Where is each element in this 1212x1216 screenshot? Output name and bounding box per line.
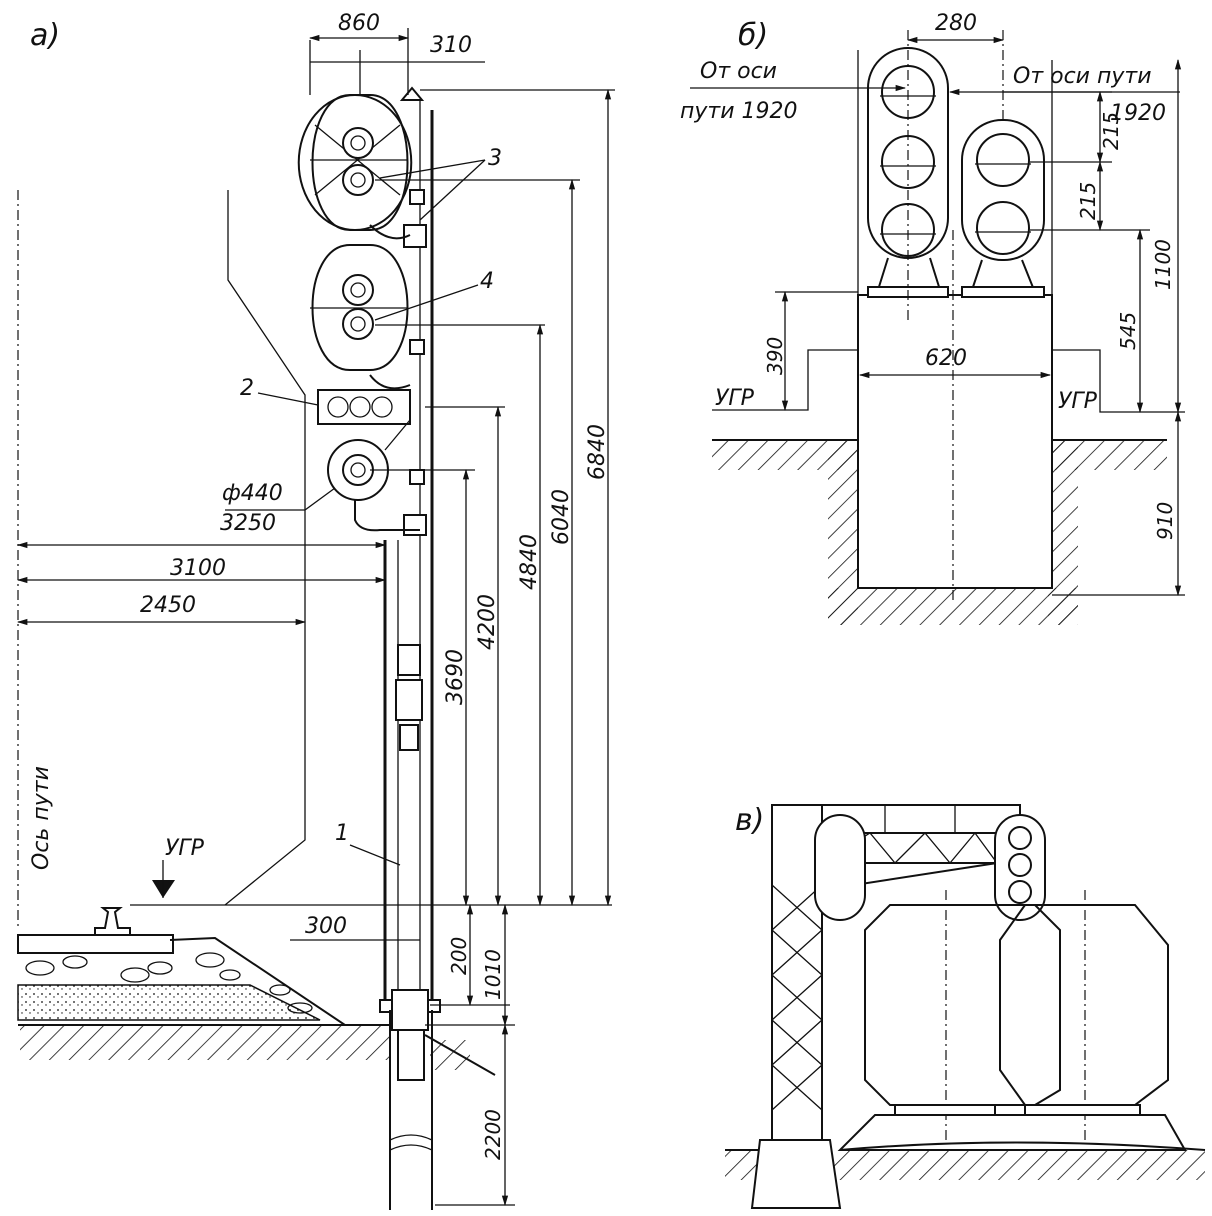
- from-axis-right-line2: 1920: [1110, 101, 1166, 126]
- dim-4200: 4200: [475, 594, 500, 650]
- figure-label-a: а): [30, 18, 60, 53]
- gantry-signal-right: [994, 814, 1046, 921]
- gantry-signal-left: [814, 814, 866, 921]
- callout-2: 2: [240, 376, 254, 401]
- dim-2200: 2200: [481, 1109, 505, 1160]
- dim-3100: 3100: [170, 556, 226, 581]
- from-axis-left-line1: От оси: [700, 59, 777, 84]
- from-axis-right-line1: От оси пути: [1013, 64, 1152, 89]
- dim-3250: 3250: [220, 511, 276, 536]
- dim-280: 280: [935, 11, 977, 36]
- dim-6840: 6840: [585, 424, 610, 480]
- dim-215-upper: 215: [1099, 112, 1123, 150]
- lamp-icon: [342, 164, 374, 196]
- signal-head-middle: [310, 244, 411, 390]
- gantry-foundation: [750, 1139, 842, 1209]
- callout-1: 1: [335, 821, 349, 846]
- clearance-gauge-outline: [224, 190, 306, 906]
- dim-545: 545: [1116, 312, 1140, 350]
- dim-1100: 1100: [1151, 239, 1175, 290]
- lamp-icon: [342, 274, 374, 306]
- lamp-icon: [342, 127, 374, 159]
- dim-310: 310: [430, 33, 472, 58]
- figure-label-b: б): [738, 18, 768, 53]
- part-v-gantry-signal: в): [725, 803, 1206, 1209]
- figure-label-v: в): [735, 803, 764, 838]
- ugr-label: УГР: [165, 836, 205, 861]
- rolling-stock-gauge-left: [864, 904, 1061, 1106]
- dim-620: 620: [925, 346, 967, 371]
- dim-4840: 4840: [517, 534, 542, 590]
- gantry-truss: [771, 804, 1021, 1141]
- part-b-dwarf-signal: б): [680, 11, 1185, 625]
- rail-icon: [94, 907, 131, 936]
- ugr-right-label: УГР: [1058, 389, 1098, 414]
- dim-2450: 2450: [140, 593, 196, 618]
- part-a-mast-signal: а) Ось пути УГР: [16, 11, 615, 1210]
- dim-390: 390: [763, 337, 787, 375]
- signal-head-upper: [297, 93, 413, 240]
- signal-mast: [379, 86, 441, 1210]
- lamp-icon: [342, 308, 374, 340]
- track-ballast: [17, 934, 496, 1076]
- dim-200: 200: [447, 937, 471, 975]
- dim-300: 300: [305, 914, 347, 939]
- from-axis-left-line2: пути 1920: [680, 99, 798, 124]
- dim-6040: 6040: [549, 489, 574, 545]
- track-axis-label: Ось пути: [29, 766, 54, 870]
- dim-215-lower: 215: [1076, 182, 1100, 220]
- foundation-block: [857, 294, 1053, 589]
- ugr-left-label: УГР: [715, 386, 755, 411]
- dwarf-head-right: [961, 119, 1045, 298]
- dim-860: 860: [338, 11, 380, 36]
- route-indicator: [317, 389, 411, 425]
- rolling-stock-gauge-right: [999, 904, 1169, 1106]
- dim-910: 910: [1153, 502, 1177, 540]
- dim-1010: 1010: [481, 949, 505, 1000]
- small-signal-head: [327, 439, 420, 532]
- dim-diameter-440: ф440: [222, 481, 283, 506]
- dim-3690: 3690: [443, 649, 468, 705]
- callout-3: 3: [488, 146, 502, 171]
- callout-4: 4: [480, 269, 494, 294]
